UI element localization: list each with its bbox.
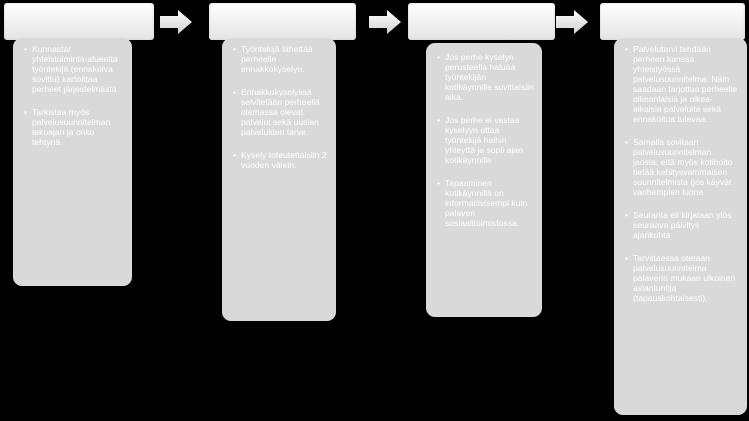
step-4-card: Palvelutarvi tehdään perheen kanssa yhte… xyxy=(614,38,747,415)
step-2-list: Työntekijä lähettää perheelle ennakkokys… xyxy=(232,44,328,170)
step-3-list: Jos perhe kyselyn perusteella haluaa työ… xyxy=(436,52,534,228)
arrow-right-icon xyxy=(160,10,192,34)
step-2-header xyxy=(209,3,356,40)
arrow-right-icon xyxy=(369,10,401,34)
step-3-item-3: Tapaaminen kotikäynnillä on informatiivi… xyxy=(437,178,534,228)
step-4-header xyxy=(600,3,745,40)
step-4-list: Palvelutarvi tehdään perheen kanssa yhte… xyxy=(624,44,739,303)
step-4-item-2: Samalla sovitaan palvelusuunnitelman jao… xyxy=(625,137,739,197)
step-4-item-4: Tarvittaessa otetaan palvelusuunnitelma … xyxy=(625,253,739,303)
step-3-item-1: Jos perhe kyselyn perusteella haluaa työ… xyxy=(437,52,534,102)
arrow-right-icon xyxy=(556,10,588,34)
step-1-header xyxy=(4,3,154,40)
step-2-item-2: Ennakkokyselyssä selvitetään perheellä o… xyxy=(233,87,328,137)
step-4-item-1: Palvelutarvi tehdään perheen kanssa yhte… xyxy=(625,44,739,124)
step-2-item-1: Työntekijä lähettää perheelle ennakkokys… xyxy=(233,44,328,74)
step-1-item-1: Kunnasta/ yhteistoiminta-alueelta työnte… xyxy=(24,44,124,94)
step-4-item-3: Seuranta eli kirjataan ylös seuraava päi… xyxy=(625,210,739,240)
step-3-card: Jos perhe kyselyn perusteella haluaa työ… xyxy=(426,43,542,317)
step-2-item-3: Kysely toteutettaisiin 2 vuoden välein. xyxy=(233,150,328,170)
step-2-card: Työntekijä lähettää perheelle ennakkokys… xyxy=(222,38,336,321)
step-1-list: Kunnasta/ yhteistoiminta-alueelta työnte… xyxy=(23,44,124,147)
step-1-card: Kunnasta/ yhteistoiminta-alueelta työnte… xyxy=(13,38,132,286)
step-1-item-2: Tarkistaa myös palvelusuunnitelman tekoa… xyxy=(24,107,124,147)
step-3-item-2: Jos perhe ei vastaa kyselyyn ottaa työnt… xyxy=(437,115,534,165)
step-3-header xyxy=(408,3,555,40)
